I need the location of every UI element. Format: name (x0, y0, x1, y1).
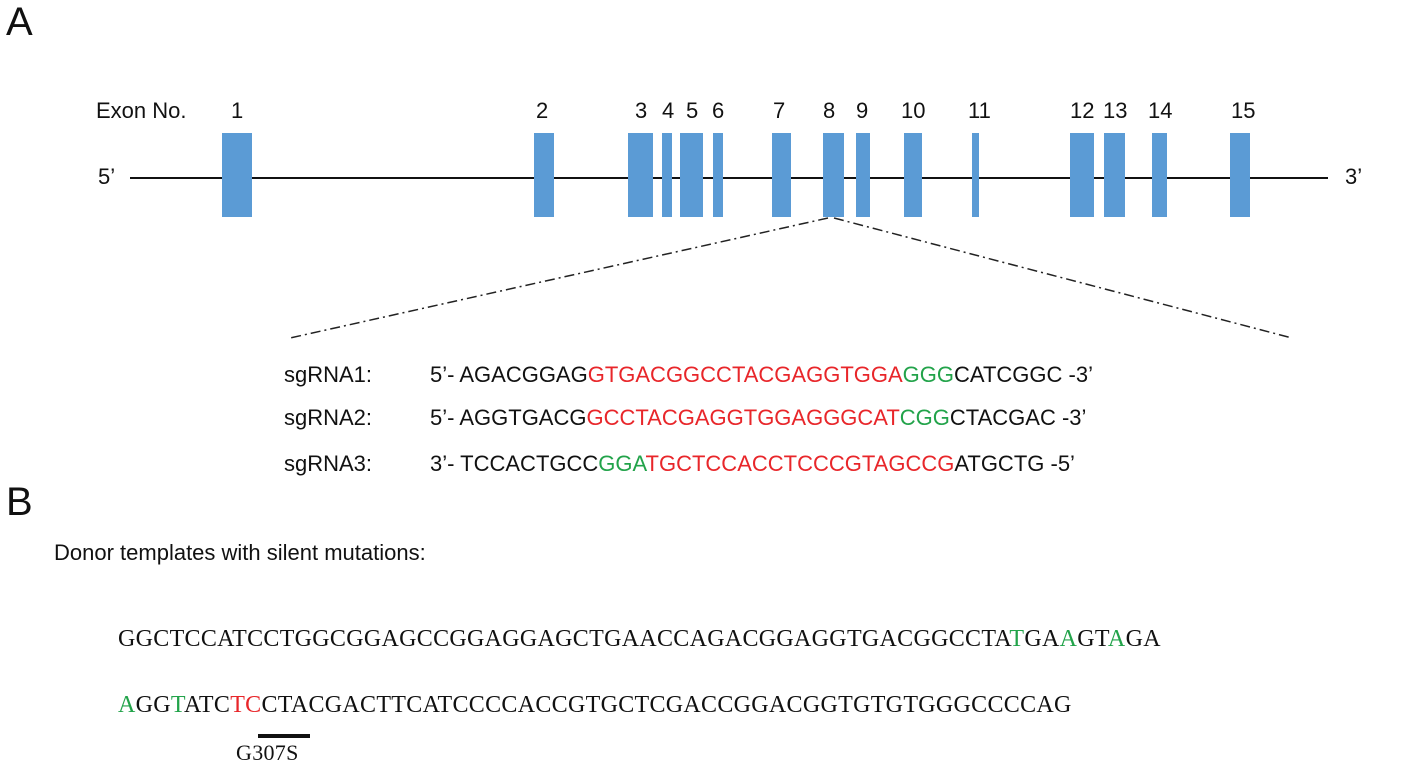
exon-15-label: 15 (1231, 98, 1256, 123)
sgrna-1-sequence: 5’- AGACGGAGGTGACGGCCTACGAGGTGGAGGGCATCG… (430, 362, 1093, 388)
mutation-label: G307S (236, 740, 299, 765)
exon-13-label: 13 (1103, 98, 1128, 123)
exon-5-label: 5 (686, 98, 699, 123)
donor-segment-green: A (1059, 626, 1078, 652)
exon-7-label: 7 (773, 98, 786, 123)
panel-b-label: B (6, 480, 33, 524)
sequence-segment-green: GGG (902, 362, 955, 387)
sgrna-1-name: sgRNA1: (284, 362, 373, 387)
sequence-segment-red: TGCTCCACCTCCCGTAGCCG (645, 451, 955, 476)
exon-2-box (534, 133, 554, 217)
sequence-segment-black: ATGCTG (954, 451, 1045, 476)
donor-template-title: Donor templates with silent mutations: (54, 540, 426, 565)
exon-12-label: 12 (1070, 98, 1095, 123)
sequence-segment-black: AGACGGAG (459, 362, 588, 387)
sgrna-strand-start: 5’- (430, 362, 460, 387)
panel-a-label: A (6, 0, 33, 44)
exon-1-box (222, 133, 252, 217)
exon-8-box (823, 133, 844, 217)
sgrna-2-sequence: 5’- AGGTGACGGCCTACGAGGTGGAGGGCATCGGCTACG… (430, 405, 1086, 431)
donor-segment-black: GGCTCCATCCTGGCGGAGCCGGAGGAGCTGAACCAGACGG… (118, 626, 1010, 652)
donor-segment-black: GG (135, 692, 171, 718)
exon-4-box (662, 133, 672, 217)
zoom-line-right (833, 217, 1293, 339)
exon-number-heading: Exon No. (96, 98, 187, 123)
sequence-segment-green: CGG (899, 405, 950, 430)
donor-segment-black: ATC (183, 692, 231, 718)
sgrna-3-name: sgRNA3: (284, 451, 373, 476)
donor-segment-green: T (170, 692, 184, 718)
sgrna-strand-end: -5’ (1044, 451, 1075, 476)
exon-8-label: 8 (823, 98, 836, 123)
sequence-segment-red: GCCTACGAGGTGGAGGGCAT (586, 405, 900, 430)
exon-15-box (1230, 133, 1250, 217)
exon-2-label: 2 (536, 98, 549, 123)
donor-segment-black: GA (1024, 626, 1060, 652)
sequence-segment-black: AGGTGACG (459, 405, 587, 430)
sgrna-3-sequence: 3’- TCCACTGCCGGATGCTCCACCTCCCGTAGCCGATGC… (430, 451, 1075, 477)
exon-11-box (972, 133, 979, 217)
sequence-segment-black: CTACGAC (949, 405, 1056, 430)
exon-9-box (856, 133, 870, 217)
sgrna-strand-start: 5’- (430, 405, 460, 430)
exon-5-box (680, 133, 703, 217)
exon-1-label: 1 (231, 98, 244, 123)
exon-14-box (1152, 133, 1167, 217)
exon-7-box (772, 133, 791, 217)
donor-segment-green: A (1107, 626, 1126, 652)
zoom-line-left (289, 217, 829, 339)
donor-segment-red: TC (230, 692, 262, 718)
donor-segment-black: CTACGACTTCATCCCCACCGTGCTCGACCGGACGGTGTGT… (261, 692, 1072, 718)
donor-segment-black: GT (1077, 626, 1108, 652)
sequence-segment-black: TCCACTGCC (460, 451, 599, 476)
exon-9-label: 9 (856, 98, 869, 123)
exon-boxes (222, 133, 1250, 217)
donor-sequence-line-1: GGCTCCATCCTGGCGGAGCCGGAGGAGCTGAACCAGACGG… (118, 626, 1161, 653)
exon-14-label: 14 (1148, 98, 1173, 123)
sequence-segment-green: GGA (598, 451, 646, 476)
donor-sequence-line-2: AGGTATCTCCTACGACTTCATCCCCACCGTGCTCGACCGG… (118, 692, 1072, 719)
exon-3-box (628, 133, 653, 217)
exon-12-box (1070, 133, 1094, 217)
sgrna-2-name: sgRNA2: (284, 405, 373, 430)
exon-10-label: 10 (901, 98, 926, 123)
sequence-segment-black: CATCGGC (954, 362, 1063, 387)
five-prime-label: 5’ (98, 164, 116, 189)
sgrna-strand-start: 3’- (430, 451, 461, 476)
exon-3-label: 3 (635, 98, 648, 123)
sgrna-strand-end: -3’ (1055, 405, 1087, 430)
donor-segment-black: GA (1125, 626, 1161, 652)
exon-6-box (713, 133, 723, 217)
donor-segment-green: A (118, 692, 136, 718)
exon-6-label: 6 (712, 98, 725, 123)
exon-13-box (1104, 133, 1125, 217)
exon-10-box (904, 133, 922, 217)
exon-4-label: 4 (662, 98, 675, 123)
sequence-segment-red: GTGACGGCCTACGAGGTGGA (587, 362, 903, 387)
three-prime-label: 3’ (1345, 164, 1363, 189)
sgrna-strand-end: -3’ (1062, 362, 1093, 387)
donor-segment-green: T (1009, 626, 1025, 652)
exon-11-label: 11 (968, 98, 991, 123)
